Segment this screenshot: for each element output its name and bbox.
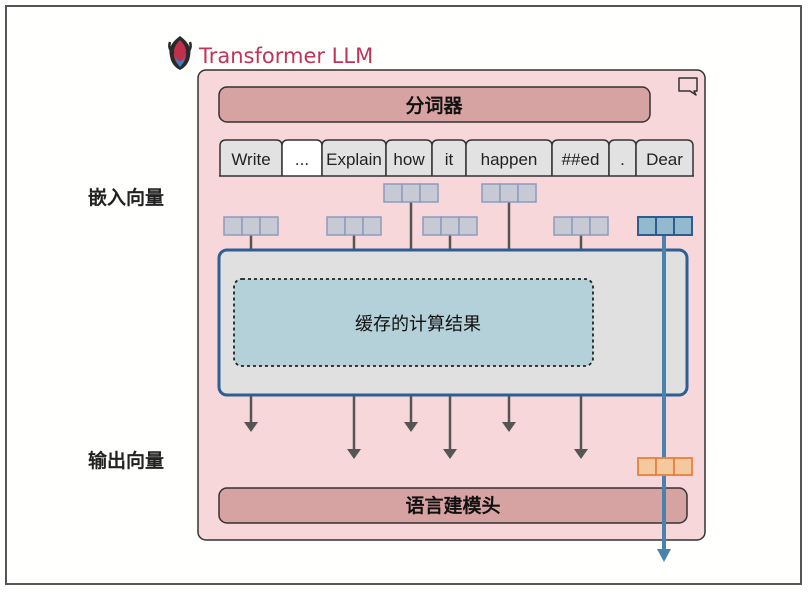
token-tab: how <box>385 139 433 176</box>
output-arrowhead <box>244 422 258 432</box>
vector-cell <box>458 216 478 236</box>
vector-cell <box>655 457 675 476</box>
cache-label: 缓存的计算结果 <box>355 314 481 335</box>
output-arrowhead <box>443 449 457 459</box>
token-tab: Write <box>219 139 283 176</box>
vector-cell <box>401 183 421 203</box>
tokenizer-bar: 分词器 <box>218 86 651 123</box>
vector-cell <box>383 183 403 203</box>
output-arrowhead <box>502 422 516 432</box>
embedding-vector <box>223 216 279 236</box>
flame-icon <box>168 36 192 70</box>
embedding-vectors <box>223 183 609 236</box>
vector-cell <box>440 216 460 236</box>
vector-cell <box>517 183 537 203</box>
token-tab: . <box>608 139 637 176</box>
lm-head-bar: 语言建模头 <box>218 487 688 524</box>
embedding-vector <box>383 183 439 203</box>
output-arrowhead <box>574 449 588 459</box>
vector-cell <box>673 457 693 476</box>
output-vector <box>637 457 693 476</box>
lm-head-label: 语言建模头 <box>405 494 500 517</box>
vector-cell <box>553 216 573 236</box>
vector-cell <box>326 216 346 236</box>
token-tab: happen <box>465 139 553 176</box>
output-arrowhead <box>404 422 418 432</box>
token-tab: Explain <box>321 139 387 176</box>
token-text: Dear <box>646 150 683 169</box>
embedding-vector <box>553 216 609 236</box>
token-text: . <box>620 150 625 169</box>
token-text: it <box>445 150 454 169</box>
vector-cell <box>481 183 501 203</box>
vector-cell <box>259 216 279 236</box>
vector-cell <box>637 457 657 476</box>
speech-bubble-icon[interactable] <box>678 77 698 96</box>
output-arrows <box>244 422 588 459</box>
diagram-title: Transformer LLM <box>198 44 373 68</box>
vector-cell <box>344 216 364 236</box>
new-token-arrowhead <box>657 549 671 562</box>
vector-cell <box>422 216 442 236</box>
outputs-label: 输出向量 <box>88 449 164 472</box>
vector-cell <box>223 216 243 236</box>
vector-cell <box>589 216 609 236</box>
token-tab: ... <box>281 139 323 176</box>
vector-cell <box>673 216 693 236</box>
vector-cell <box>499 183 519 203</box>
token-text: Explain <box>326 150 382 169</box>
tokenizer-label: 分词器 <box>405 95 463 117</box>
embedding-vector <box>481 183 537 203</box>
embedding-vector <box>326 216 382 236</box>
token-text: ##ed <box>562 150 600 169</box>
vector-cell <box>637 216 657 236</box>
token-text: how <box>393 150 425 169</box>
embeddings-label: 嵌入向量 <box>88 186 164 209</box>
output-arrowhead <box>347 449 361 459</box>
vector-cell <box>241 216 261 236</box>
vector-cell <box>362 216 382 236</box>
token-text: Write <box>231 150 270 169</box>
vector-cell <box>571 216 591 236</box>
token-tab: it <box>431 139 467 176</box>
cache-box: 缓存的计算结果 <box>233 278 594 367</box>
token-row: Write... Explain how it happen ##ed. Dear <box>219 139 694 177</box>
token-text: happen <box>481 150 538 169</box>
token-text: ... <box>295 150 309 169</box>
new-embedding-vector <box>637 216 693 236</box>
token-tab: ##ed <box>551 139 610 176</box>
token-tab: Dear <box>635 139 694 176</box>
vector-cell <box>419 183 439 203</box>
vector-cell <box>655 216 675 236</box>
new-token-path <box>637 216 693 562</box>
embedding-vector <box>422 216 478 236</box>
